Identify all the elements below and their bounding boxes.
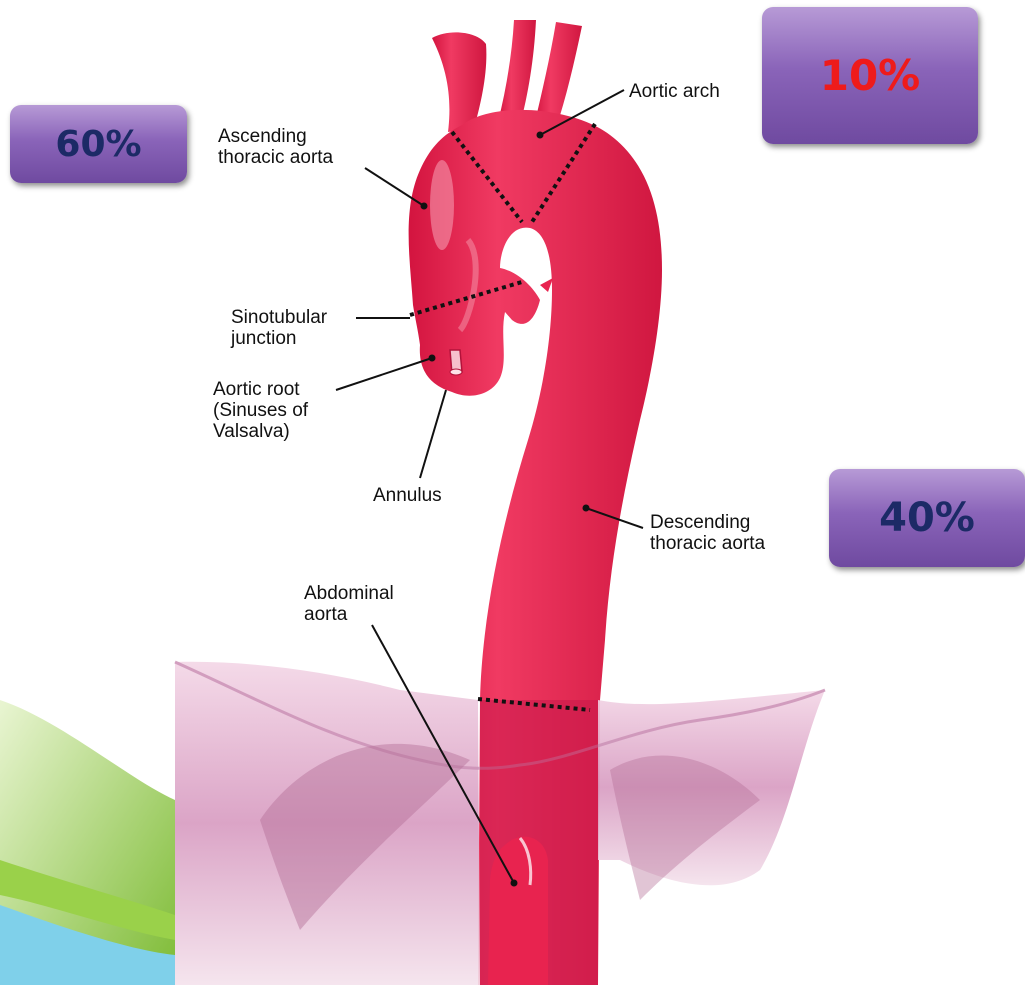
arch-percentage-value: 10% — [820, 51, 921, 100]
ascending-percentage-value: 60% — [55, 124, 141, 165]
label-aortic-arch: Aortic arch — [629, 81, 720, 102]
arch-percentage-badge: 10% — [762, 7, 978, 144]
label-aortic-root: Aortic root (Sinuses of Valsalva) — [213, 379, 308, 442]
label-sinotubular-junction: Sinotubular junction — [231, 307, 327, 349]
label-descending-thoracic-aorta: Descending thoracic aorta — [650, 512, 765, 554]
decorative-swoosh — [0, 700, 175, 985]
descending-percentage-badge: 40% — [829, 469, 1025, 567]
label-annulus: Annulus — [373, 485, 442, 506]
label-abdominal-aorta: Abdominal aorta — [304, 583, 394, 625]
diaphragm — [175, 662, 825, 985]
label-ascending-thoracic-aorta: Ascending thoracic aorta — [218, 126, 333, 168]
ascending-percentage-badge: 60% — [10, 105, 187, 183]
descending-percentage-value: 40% — [879, 495, 975, 541]
